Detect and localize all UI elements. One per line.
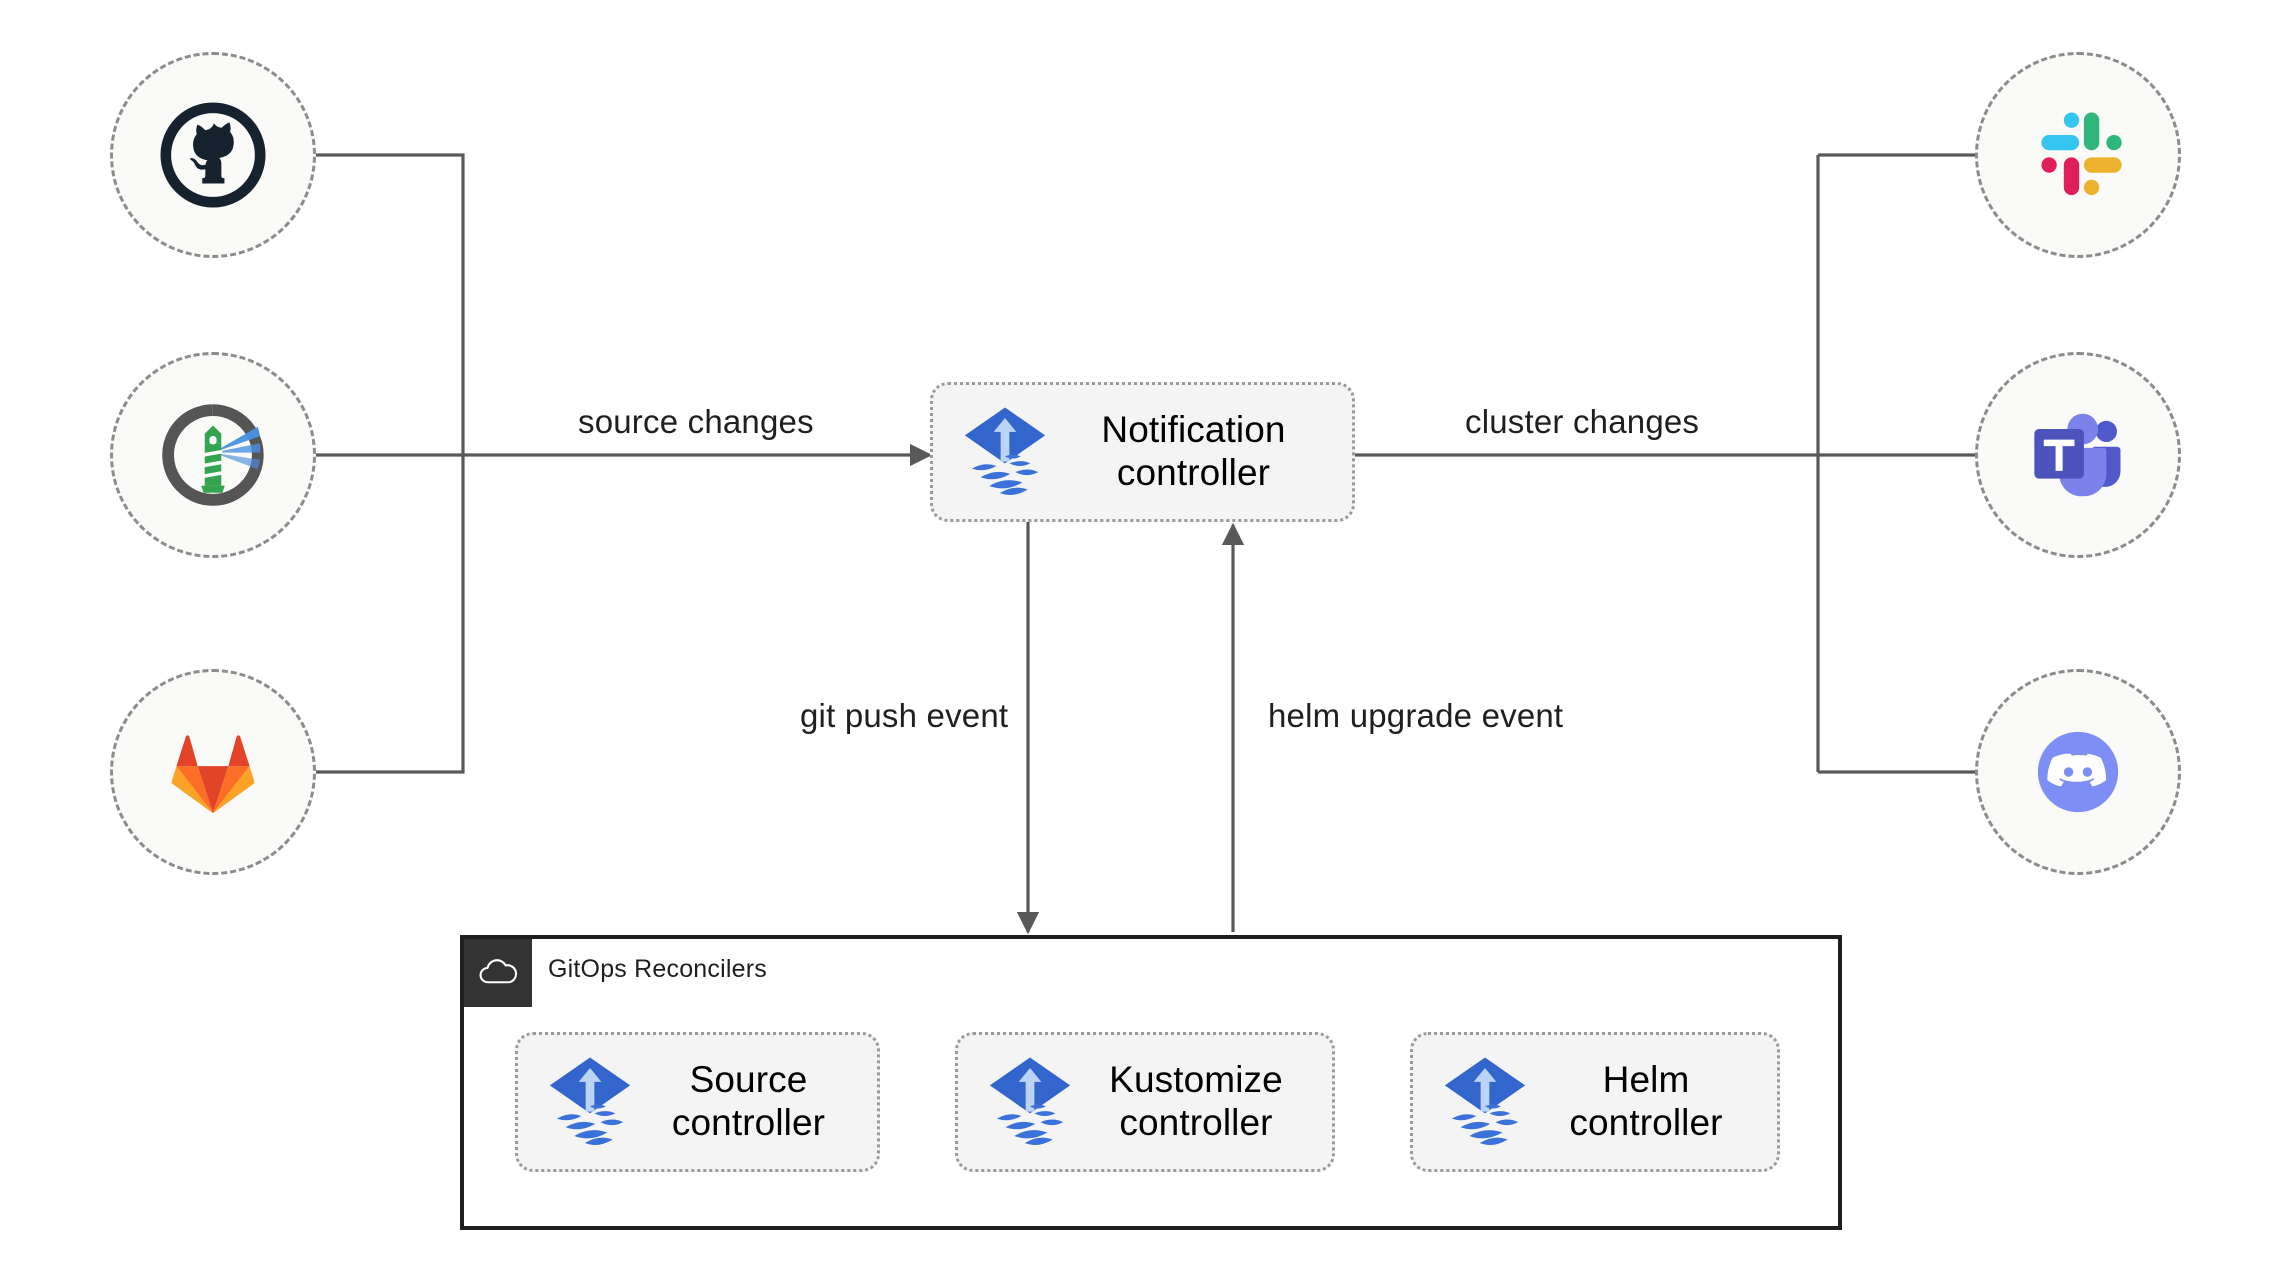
container-icon-chip (464, 939, 532, 1007)
source-node-gitlab[interactable] (110, 669, 316, 875)
flux-lighthouse-icon (162, 404, 264, 506)
discord-icon (2037, 731, 2119, 813)
container-title: GitOps Reconcilers (548, 955, 767, 983)
flux-logo-icon (964, 407, 1046, 495)
edge-cluster-changes (1355, 143, 2071, 784)
flux-logo-icon (549, 1057, 631, 1145)
destination-node-slack[interactable] (1975, 52, 2181, 258)
github-icon (160, 102, 266, 208)
source-node-flux[interactable] (110, 352, 316, 558)
source-node-github[interactable] (110, 52, 316, 258)
edge-label-helm-upgrade-event: helm upgrade event (1268, 697, 1564, 734)
destination-node-discord[interactable] (1975, 669, 2181, 875)
source-controller-box[interactable]: Source controller (515, 1032, 880, 1172)
source-controller-label: Source controller (671, 1059, 826, 1143)
edge-label-cluster-changes: cluster changes (1465, 403, 1700, 440)
kustomize-controller-label: Kustomize controller (1109, 1059, 1283, 1143)
helm-controller-label: Helm controller (1569, 1059, 1723, 1143)
edge-label-git-push-event: git push event (800, 697, 1009, 734)
kustomize-controller-box[interactable]: Kustomize controller (955, 1032, 1335, 1172)
flux-logo-icon (989, 1057, 1071, 1145)
edge-source-changes (216, 153, 933, 774)
edge-label-source-changes: source changes (578, 403, 814, 440)
helm-controller-box[interactable]: Helm controller (1410, 1032, 1780, 1172)
notification-controller-label: Notification controller (1101, 409, 1286, 493)
gitlab-icon (171, 735, 255, 814)
cloud-icon (479, 959, 518, 984)
notification-controller-box[interactable]: Notification controller (930, 382, 1355, 522)
slack-icon (2041, 112, 2122, 196)
destination-node-teams[interactable] (1975, 352, 2181, 558)
flux-logo-icon (1444, 1057, 1526, 1145)
microsoft-teams-icon (2034, 413, 2121, 497)
